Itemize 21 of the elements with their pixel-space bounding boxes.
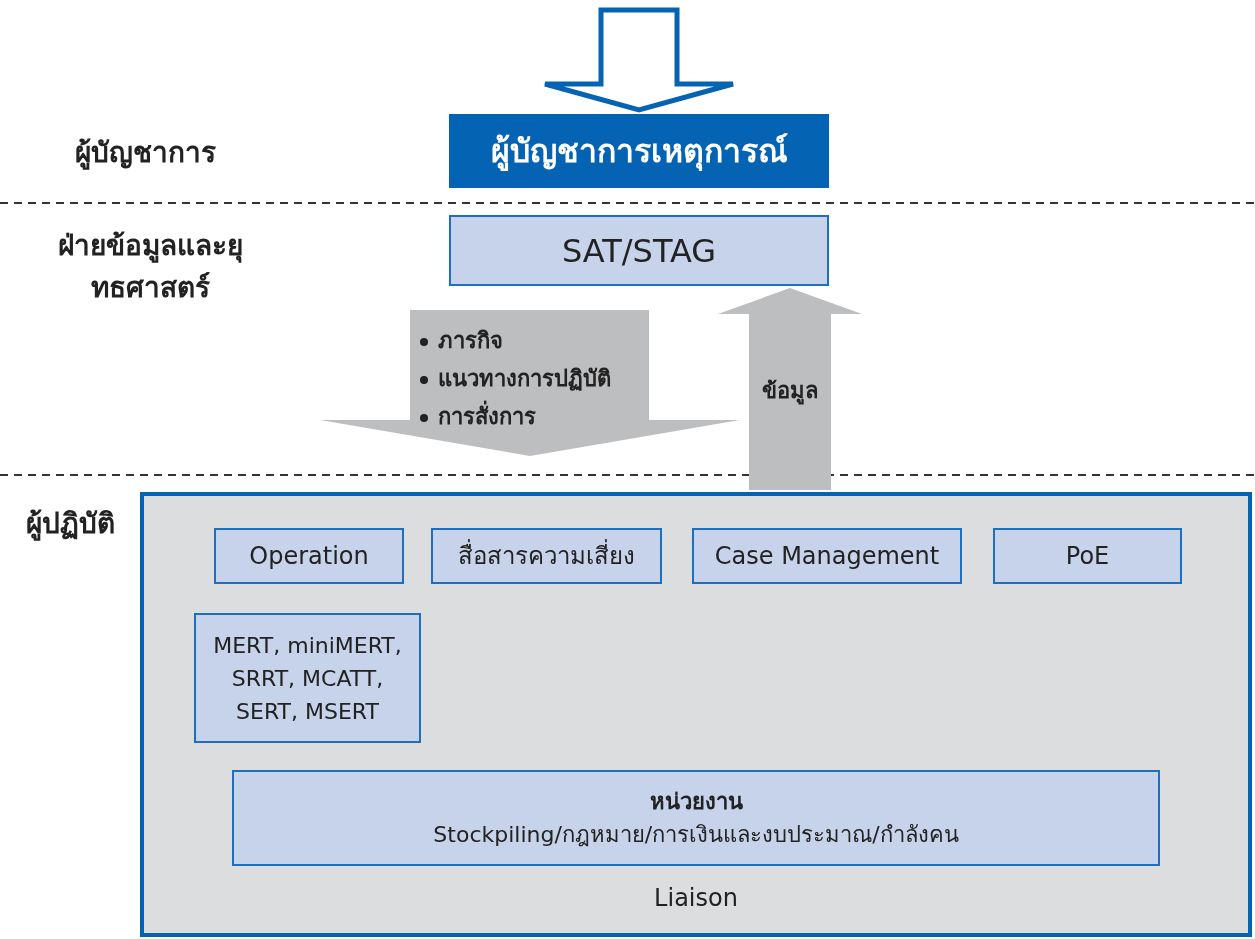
unit-box <box>232 770 1160 866</box>
heading-text: หน่วยงาน <box>649 788 743 816</box>
list-item: แนวทางการปฏิบัติ <box>438 365 611 393</box>
block-arrow <box>542 7 736 113</box>
body-text: Stockpiling/กฎหมาย/การเงินและงบประมาณ/กำลังคน <box>433 821 959 849</box>
row-heading: ผู้ปฏิบัติ <box>24 506 116 543</box>
unit-box: PoE <box>993 528 1182 584</box>
unit-box: Operation <box>214 528 404 584</box>
block-arrow <box>718 288 862 490</box>
row-heading: ฝ่ายข้อมูลและยุทธศาสตร์ <box>56 228 244 306</box>
commander-box: ผู้บัญชาการเหตุการณ์ <box>449 114 829 188</box>
unit-box: SAT/STAG <box>449 215 829 286</box>
unit-box: สื่อสารความเสี่ยง <box>431 528 662 584</box>
unit-box: Case Management <box>692 528 962 584</box>
operations-panel <box>140 492 1252 937</box>
list-item: การสั่งการ <box>438 398 611 436</box>
panel-text: Liaison <box>653 884 739 912</box>
row-heading: ผู้บัญชาการ <box>73 135 217 172</box>
unit-box: MERT, miniMERT, SRRT, MCATT, SERT, MSERT <box>194 613 421 743</box>
edge-label: ข้อมูล <box>761 377 819 407</box>
list-item: ภารกิจ <box>438 327 504 355</box>
